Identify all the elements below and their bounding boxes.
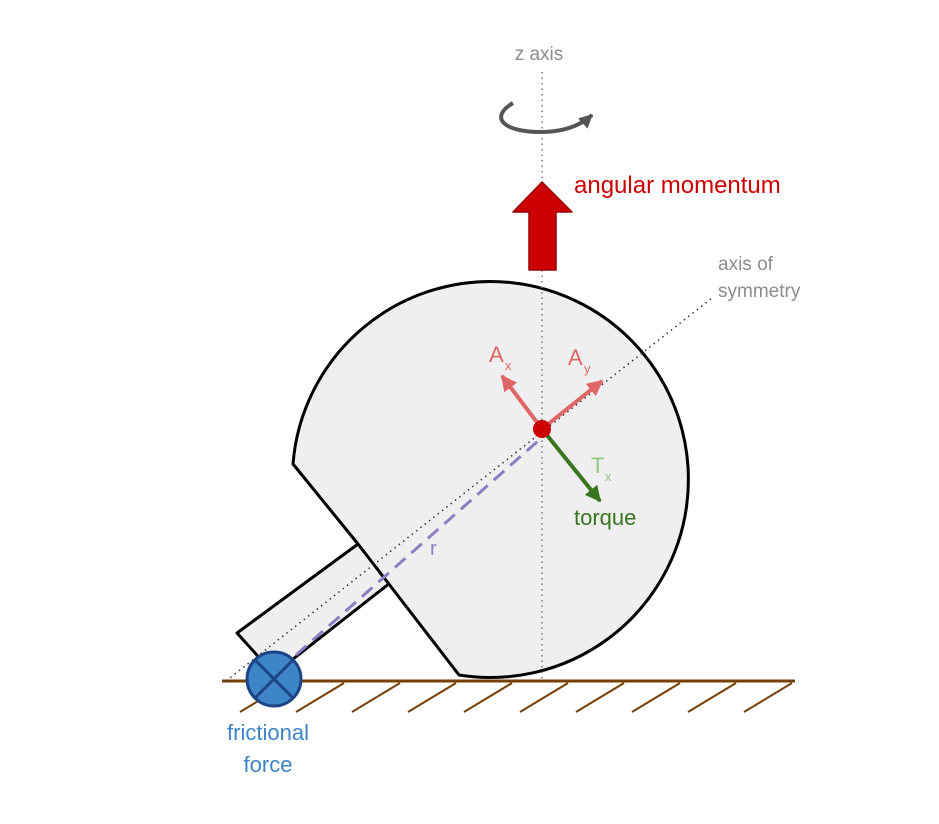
torque-arrow-icon [540, 427, 602, 503]
ax-label: A x [489, 342, 512, 373]
r-vector-line [295, 439, 539, 657]
tx-label-letter: T [591, 453, 604, 478]
ay-label-letter: A [568, 345, 583, 370]
ax-label-letter: A [489, 342, 504, 367]
ax-arrow-icon [500, 374, 544, 431]
axis-of-symmetry-label-line2: symmetry [718, 281, 801, 302]
ay-label-subscript: y [584, 361, 591, 376]
symmetry-axis-line [225, 297, 713, 682]
paddle-head [291, 280, 690, 679]
frictional-force-label-line1: frictional [227, 720, 309, 745]
angular-momentum-label: angular momentum [574, 172, 781, 199]
axis-of-symmetry-label-line1: axis of [718, 254, 774, 275]
ground [222, 679, 795, 713]
frictional-force-icon [245, 650, 303, 708]
rotation-arrow-icon [499, 101, 594, 135]
r-label: r [430, 538, 437, 560]
z-axis-label: z axis [515, 44, 564, 65]
frictional-force-label-line2: force [244, 752, 293, 777]
ground-hatching [239, 682, 793, 713]
tx-label: T x [591, 453, 612, 484]
ax-label-subscript: x [505, 358, 512, 373]
torque-label: torque [574, 505, 636, 530]
angular-momentum-arrow-icon [512, 181, 573, 271]
ay-arrow-icon [540, 379, 604, 431]
tx-label-subscript: x [605, 469, 612, 484]
center-of-mass-dot [533, 420, 551, 438]
ay-label: A y [568, 345, 591, 376]
